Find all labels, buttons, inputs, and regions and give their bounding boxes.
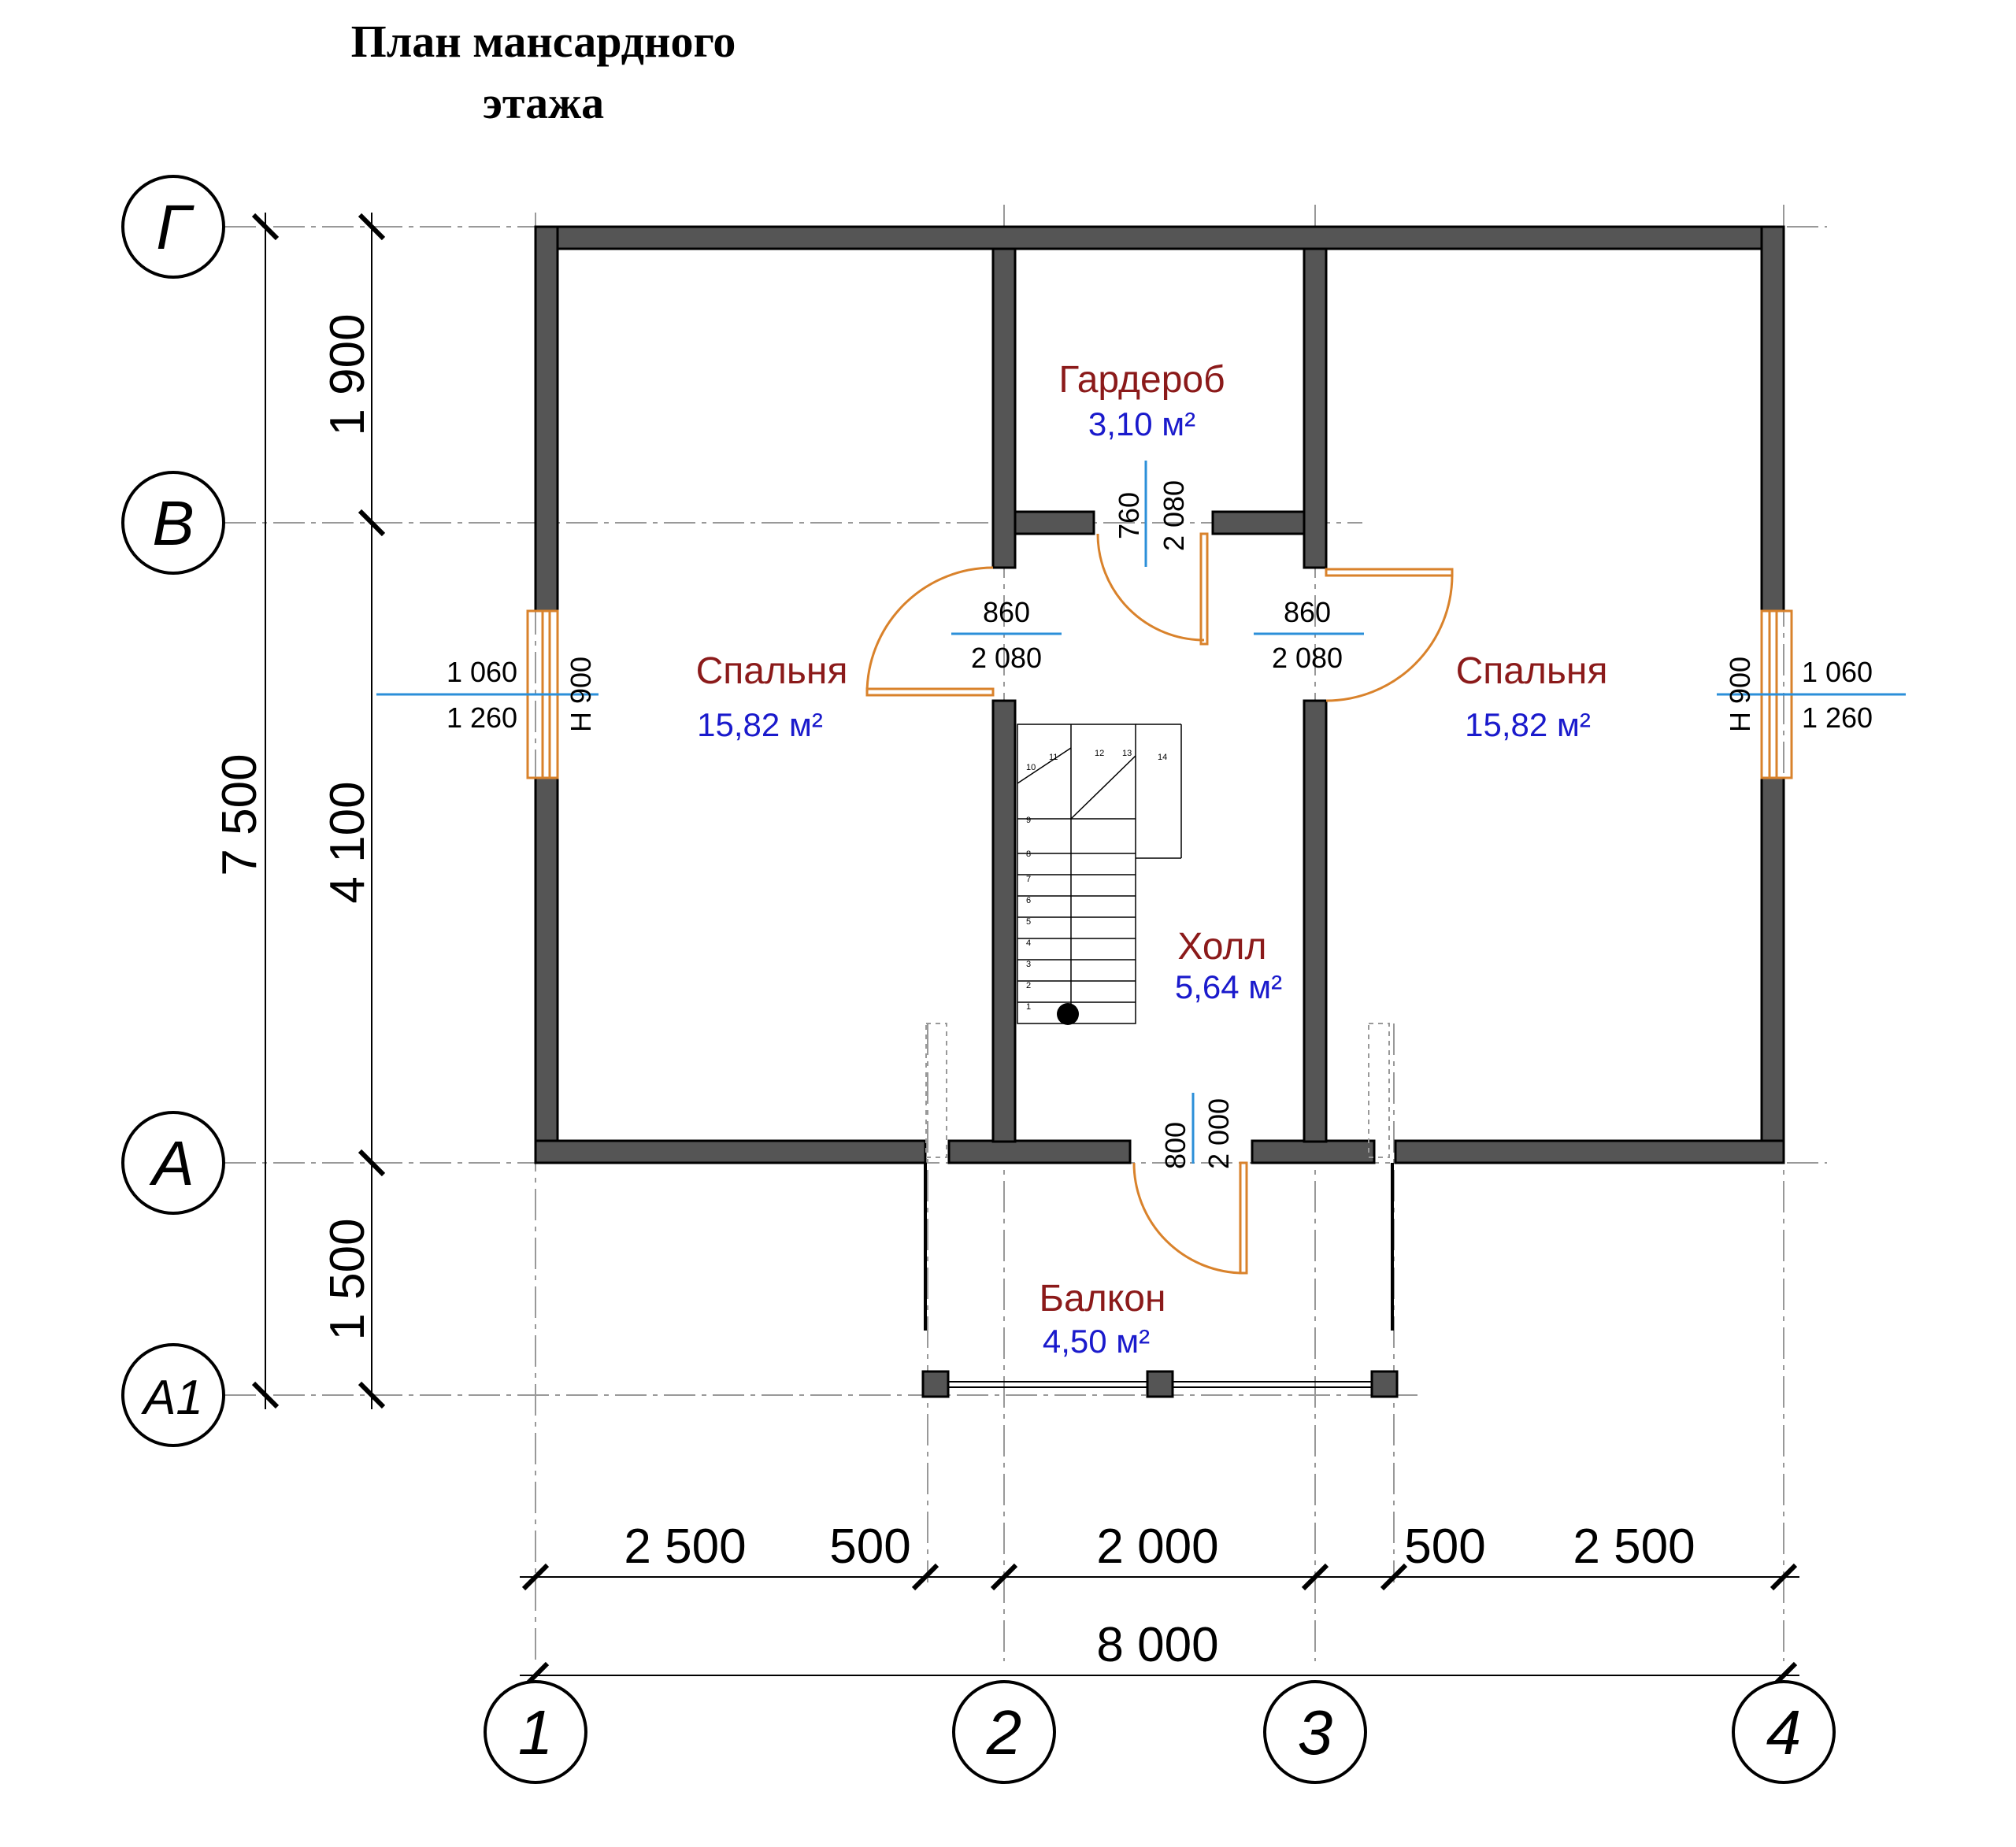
bedroom-right-name: Спальня xyxy=(1456,650,1608,692)
svg-text:2: 2 xyxy=(1026,981,1031,990)
bedroom-left-name: Спальня xyxy=(696,650,848,692)
axis-label-1: 1 xyxy=(518,1697,554,1767)
wardrobe-name: Гардероб xyxy=(1058,359,1225,401)
column-axis-bubbles xyxy=(484,1680,1836,1784)
dim-h-2: 500 xyxy=(829,1519,910,1574)
vertical-dimensions xyxy=(251,213,386,1409)
wardrobe-door-width: 760 xyxy=(1113,492,1145,539)
svg-text:4: 4 xyxy=(1026,938,1031,948)
dim-h-total: 8 000 xyxy=(1096,1618,1218,1672)
svg-text:11: 11 xyxy=(1049,753,1058,762)
axis-label-a1: А1 xyxy=(140,1371,203,1425)
right-window-sill: H 900 xyxy=(1724,657,1756,732)
dim-v-aa1: 1 500 xyxy=(321,1218,375,1340)
left-window-height: 1 260 xyxy=(447,701,517,734)
plan-title-line2: этажа xyxy=(483,77,604,128)
svg-text:7: 7 xyxy=(1026,875,1031,884)
svg-text:12: 12 xyxy=(1095,749,1104,758)
dim-vertical-total: 7 500 xyxy=(213,753,267,875)
left-window-width: 1 060 xyxy=(447,656,517,688)
svg-text:9: 9 xyxy=(1026,816,1031,825)
stair-step-numbers: 1 2 3 4 5 6 7 8 9 10 11 12 13 14 xyxy=(1026,749,1167,1012)
svg-text:5: 5 xyxy=(1026,917,1031,927)
dim-h-4: 500 xyxy=(1404,1519,1485,1574)
wardrobe-door-height: 2 080 xyxy=(1158,480,1190,551)
axis-label-4: 4 xyxy=(1766,1697,1802,1767)
svg-text:13: 13 xyxy=(1122,749,1132,758)
axis-label-g: Г xyxy=(156,192,195,262)
balcony-door-width: 800 xyxy=(1159,1122,1191,1169)
opening-markers xyxy=(376,461,1906,1164)
plan-title-line1: План мансардного xyxy=(351,16,736,67)
horizontal-dimensions xyxy=(520,1563,1799,1690)
wardrobe-area: 3,10 м² xyxy=(1088,405,1195,442)
svg-text:6: 6 xyxy=(1026,896,1031,905)
doors xyxy=(865,532,1454,1275)
dim-v-va: 4 100 xyxy=(321,781,375,903)
bedroom-left-area: 15,82 м² xyxy=(697,706,823,743)
staircase xyxy=(1017,724,1182,1025)
balcony-door-height: 2 000 xyxy=(1203,1098,1235,1169)
left-window-sill: H 900 xyxy=(565,657,597,732)
axis-label-3: 3 xyxy=(1298,1697,1333,1767)
balcony-outline xyxy=(924,1023,1394,1388)
hall-area: 5,64 м² xyxy=(1175,968,1282,1005)
dim-v-gv: 1 900 xyxy=(321,313,375,435)
svg-text:10: 10 xyxy=(1026,763,1036,772)
bedroom-right-area: 15,82 м² xyxy=(1465,706,1591,743)
right-window-width: 1 060 xyxy=(1802,656,1873,688)
dim-h-3: 2 000 xyxy=(1096,1519,1218,1574)
svg-text:8: 8 xyxy=(1026,849,1031,859)
walls xyxy=(534,225,1785,1398)
svg-text:3: 3 xyxy=(1026,960,1031,969)
row-axis-bubbles xyxy=(121,175,225,1447)
right-window-height: 1 260 xyxy=(1802,701,1873,734)
axis-label-2: 2 xyxy=(986,1697,1022,1767)
balcony-name: Балкон xyxy=(1040,1278,1166,1320)
dim-h-5: 2 500 xyxy=(1573,1519,1695,1574)
right-door-width: 860 xyxy=(1284,596,1331,628)
axis-label-v: В xyxy=(152,488,194,558)
left-door-height: 2 080 xyxy=(971,642,1042,674)
svg-text:14: 14 xyxy=(1158,753,1167,762)
left-door-width: 860 xyxy=(983,596,1030,628)
right-door-height: 2 080 xyxy=(1272,642,1343,674)
dim-h-1: 2 500 xyxy=(624,1519,746,1574)
axis-label-a: А xyxy=(149,1128,194,1198)
axis-lines xyxy=(224,205,1827,1661)
svg-text:1: 1 xyxy=(1026,1002,1031,1012)
hall-name: Холл xyxy=(1177,926,1266,968)
balcony-area: 4,50 м² xyxy=(1043,1323,1150,1360)
